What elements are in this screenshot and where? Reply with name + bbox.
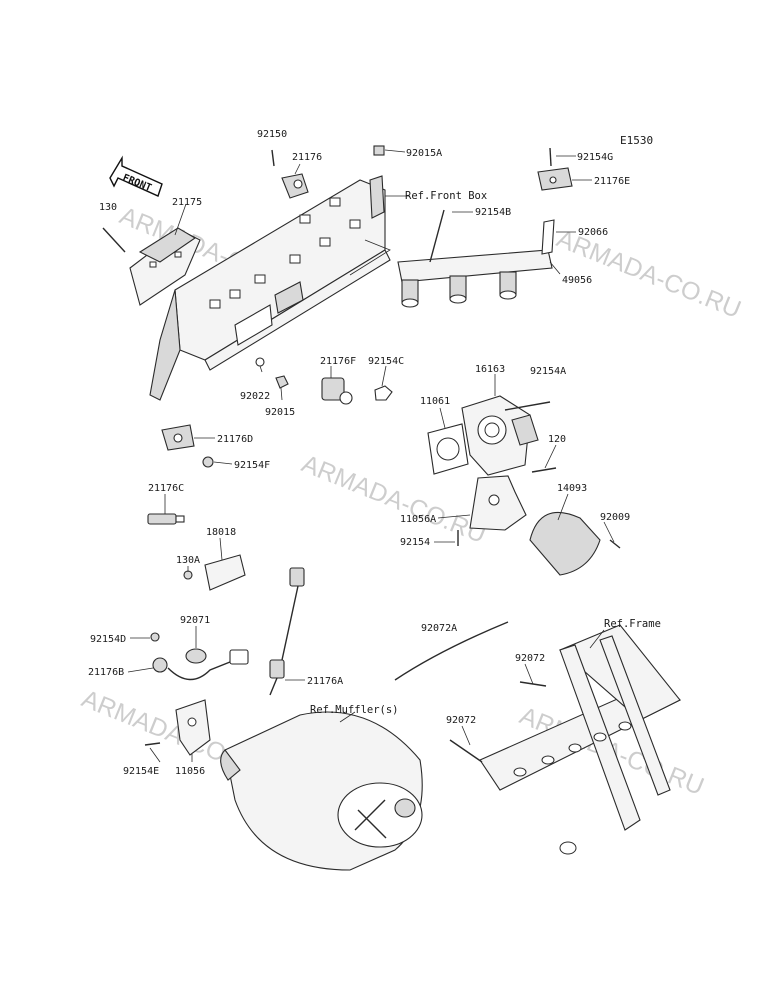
part-label-92022: 92022 bbox=[240, 391, 270, 402]
sensor-21176 bbox=[281, 173, 309, 199]
bolt-92154f bbox=[202, 456, 214, 468]
part-label-130: 130 bbox=[99, 202, 117, 213]
cable-tie-92072a bbox=[394, 621, 509, 681]
ref-frame: Ref.Frame bbox=[604, 618, 661, 630]
bolt-92154e bbox=[144, 742, 161, 746]
part-label-11061: 11061 bbox=[420, 396, 450, 407]
part-label-21176F: 21176F bbox=[320, 356, 356, 367]
ref-muffler: Ref.Muffler(s) bbox=[310, 704, 399, 716]
part-label-92009: 92009 bbox=[600, 512, 630, 523]
part-label-92154B: 92154B bbox=[475, 207, 511, 218]
ref-front-box: Ref.Front Box bbox=[405, 190, 487, 202]
cap-92066 bbox=[541, 219, 555, 255]
o2-sensor-21176a bbox=[269, 567, 305, 696]
nut-92015 bbox=[275, 375, 289, 389]
muffler bbox=[220, 711, 423, 871]
part-label-92154D: 92154D bbox=[90, 634, 126, 645]
fuel-rail-49056 bbox=[397, 249, 553, 308]
part-label-92154: 92154 bbox=[400, 537, 430, 548]
bracket-11056a bbox=[469, 475, 527, 531]
part-label-11056A: 11056A bbox=[400, 514, 436, 525]
bolt-92154b bbox=[429, 209, 445, 263]
part-label-92072: 92072 bbox=[446, 715, 476, 726]
bolt-130 bbox=[102, 227, 126, 253]
bracket-18018 bbox=[204, 554, 246, 591]
part-label-92072: 92072 bbox=[515, 653, 545, 664]
part-label-92066: 92066 bbox=[578, 227, 608, 238]
sensor-21176f bbox=[321, 377, 353, 405]
sensor-21176b bbox=[152, 649, 249, 681]
part-label-92071: 92071 bbox=[180, 615, 210, 626]
part-label-92150: 92150 bbox=[257, 129, 287, 140]
bolt-130a bbox=[183, 570, 193, 580]
part-label-92154A: 92154A bbox=[530, 366, 566, 377]
bolt-92154g bbox=[549, 147, 552, 167]
sensor-21176c bbox=[147, 513, 185, 525]
part-label-21176B: 21176B bbox=[88, 667, 124, 678]
clip-92072 bbox=[449, 739, 483, 763]
bolt-92150 bbox=[271, 149, 275, 167]
part-label-92154F: 92154F bbox=[234, 460, 270, 471]
part-label-92154C: 92154C bbox=[368, 356, 404, 367]
leader-lines bbox=[127, 149, 615, 763]
front-box-bracket bbox=[149, 175, 391, 401]
bolt-92154d bbox=[150, 632, 160, 642]
diagram-code: E1530 bbox=[620, 134, 653, 147]
part-label-49056: 49056 bbox=[562, 275, 592, 286]
bolt-92154a bbox=[504, 401, 551, 411]
part-label-130A: 130A bbox=[176, 555, 200, 566]
bolt-92009 bbox=[609, 539, 621, 549]
part-label-21176: 21176 bbox=[292, 152, 322, 163]
nut-92015a bbox=[373, 145, 385, 156]
bolt-120 bbox=[531, 467, 557, 473]
nut-92154c bbox=[374, 385, 393, 401]
part-label-21176A: 21176A bbox=[307, 676, 343, 687]
frame bbox=[479, 624, 681, 855]
part-label-92154G: 92154G bbox=[577, 152, 613, 163]
front-arrow-icon: FRONT bbox=[109, 155, 163, 197]
part-label-18018: 18018 bbox=[206, 527, 236, 538]
sensor-21176d bbox=[161, 424, 195, 451]
gasket-11061 bbox=[427, 423, 469, 475]
part-label-92072A: 92072A bbox=[421, 623, 457, 634]
sensor-21176e bbox=[537, 167, 573, 191]
part-label-92015: 92015 bbox=[265, 407, 295, 418]
part-label-21176E: 21176E bbox=[594, 176, 630, 187]
part-label-120: 120 bbox=[548, 434, 566, 445]
cover-14093 bbox=[529, 511, 601, 576]
grommet-92071 bbox=[185, 648, 207, 664]
part-label-21176D: 21176D bbox=[217, 434, 253, 445]
part-label-14093: 14093 bbox=[557, 483, 587, 494]
part-label-21175: 21175 bbox=[172, 197, 202, 208]
part-label-92015A: 92015A bbox=[406, 148, 442, 159]
part-label-11056: 11056 bbox=[175, 766, 205, 777]
part-label-21176C: 21176C bbox=[148, 483, 184, 494]
ecu-21175 bbox=[129, 227, 201, 306]
part-label-92154E: 92154E bbox=[123, 766, 159, 777]
part-label-16163: 16163 bbox=[475, 364, 505, 375]
throttle-body-16163 bbox=[461, 395, 539, 476]
bracket-11056 bbox=[175, 699, 211, 756]
washer-92022 bbox=[255, 357, 265, 367]
